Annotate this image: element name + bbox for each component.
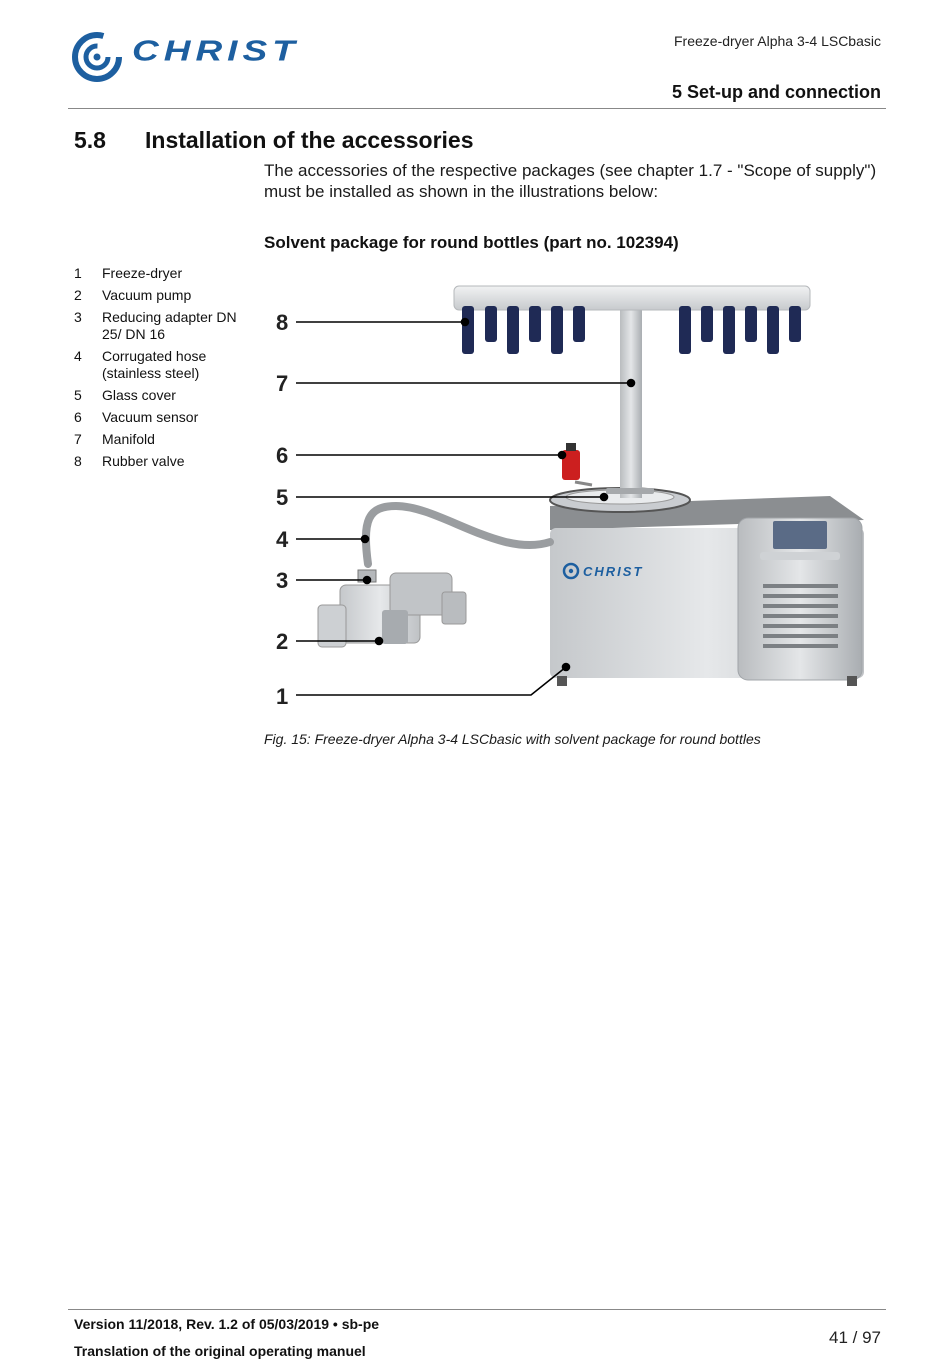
legend-number: 2 [74,287,82,303]
vacuum-pump [317,572,467,648]
legend-label: Vacuum pump [102,287,192,303]
legend-label: Rubber valve [102,453,185,469]
legend-number: 8 [74,453,82,469]
legend-item: 5 Glass cover [74,387,254,404]
rubber-valves [462,306,801,354]
figure-caption: Fig. 15: Freeze-dryer Alpha 3-4 LSCbasic… [264,731,761,747]
device-logo [562,562,580,580]
translation-note: Translation of the original operating ma… [74,1343,366,1359]
legend-label: Manifold [102,431,155,447]
callout-number: 1 [276,684,288,709]
legend-label: Glass cover [102,387,176,403]
christ-logo [72,32,122,82]
callout-number: 8 [276,310,288,335]
manifold [453,285,811,498]
callout-number: 6 [276,443,288,468]
legend-item: 1 Freeze-dryer [74,265,254,282]
device-brand-text: CHRIST [583,564,643,579]
christ-swirl-icon [72,32,122,82]
vacuum-sensor [562,443,593,487]
version-info: Version 11/2018, Rev. 1.2 of 05/03/2019 … [74,1316,380,1332]
callout-number: 5 [276,485,288,510]
legend-item: 8 Rubber valve [74,453,254,470]
legend-number: 4 [74,348,82,364]
legend-label: Reducing adapter DN 25/ DN 16 [102,309,237,342]
legend-item: 7 Manifold [74,431,254,448]
intro-paragraph: The accessories of the respective packag… [264,161,877,201]
section-number: 5.8 [74,127,106,153]
legend-number: 3 [74,309,82,325]
callout-lines [296,317,636,696]
legend-number: 1 [74,265,82,281]
legend-label: Corrugated hose (stainless steel) [102,348,207,381]
freeze-dryer-illustration: CHRIST [276,285,864,709]
legend-label: Vacuum sensor [102,409,199,425]
display-screen [773,521,827,549]
legend-item: 2 Vacuum pump [74,287,254,304]
corrugated-hose [361,501,554,568]
legend-number: 6 [74,409,82,425]
package-title: Solvent package for round bottles (part … [264,233,679,252]
callout-number: 3 [276,568,288,593]
footer-divider [68,1309,886,1310]
legend-item: 6 Vacuum sensor [74,409,254,426]
callout-number: 2 [276,629,288,654]
callout-number: 7 [276,371,288,396]
parts-legend: 1 Freeze-dryer 2 Vacuum pump 3 Reducing ada… [74,265,254,475]
legend-item: 3 Reducing adapter DN 25/ DN 16 [74,309,254,343]
chapter-heading: 5 Set-up and connection [671,82,881,102]
legend-item: 4 Corrugated hose (stainless steel) [74,348,254,382]
legend-number: 5 [74,387,82,403]
callout-number: 4 [276,527,289,552]
freeze-dryer: CHRIST [550,496,864,686]
legend-number: 7 [74,431,82,447]
brand-name: CHRIST [132,34,300,67]
section-title: Installation of the accessories [145,127,474,153]
page-number: 41 / 97 [829,1328,881,1347]
legend-label: Freeze-dryer [102,265,183,281]
document-title: Freeze-dryer Alpha 3-4 LSCbasic [674,33,881,49]
header-divider [68,108,886,109]
